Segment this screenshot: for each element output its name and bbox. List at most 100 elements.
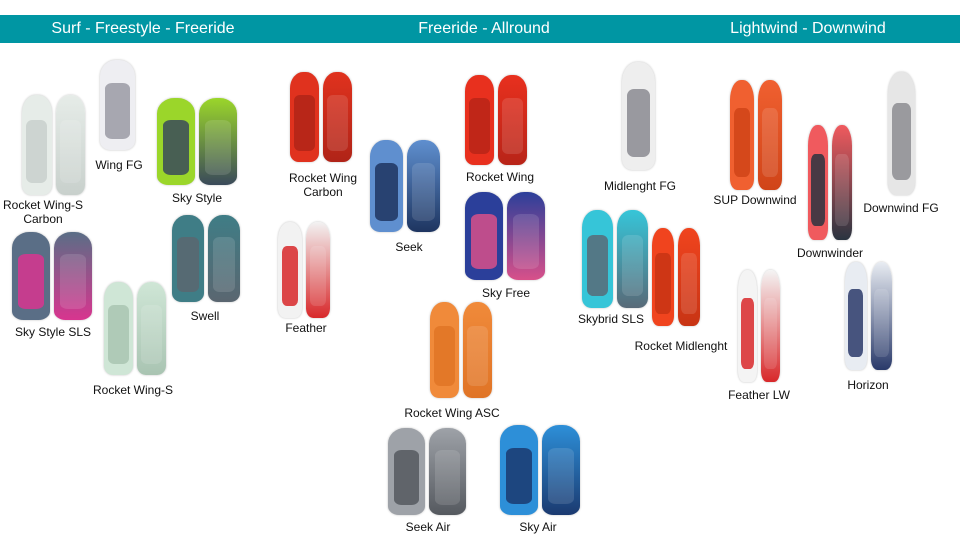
- board-top-view: [652, 228, 674, 326]
- product-label: Sky Free: [481, 286, 531, 300]
- deck-pad: [586, 234, 609, 297]
- deck-pad: [281, 246, 299, 307]
- board-images: [290, 72, 352, 162]
- deck-pad: [108, 305, 129, 364]
- deck-pad: [162, 119, 190, 175]
- board-images: [430, 302, 492, 398]
- deck-pad: [763, 298, 778, 369]
- board-top-view: [172, 215, 204, 302]
- deck-pad: [502, 97, 523, 155]
- board-top-view: [582, 210, 613, 308]
- deck-pad: [811, 153, 825, 227]
- board-images: [465, 75, 527, 165]
- deck-pad: [621, 234, 644, 297]
- deck-pad: [176, 236, 200, 292]
- deck-pad: [26, 120, 48, 183]
- board-bottom-view: [199, 98, 237, 185]
- product-label: Sky Air: [519, 520, 557, 534]
- board-bottom-view: [507, 192, 545, 280]
- deck-pad: [204, 119, 232, 175]
- board-bottom-view: [761, 270, 780, 382]
- deck-pad: [59, 254, 87, 310]
- deck-pad: [740, 298, 755, 369]
- product-label: Rocket Wing: [465, 170, 535, 184]
- section-title-lightwind-downwind: Lightwind - Downwind: [730, 20, 886, 37]
- board-bottom-view: [407, 140, 440, 232]
- board-top-view: [430, 302, 459, 398]
- section-title-freeride-allround: Freeride - Allround: [418, 20, 550, 37]
- product-label: Rocket Wing-S Carbon: [2, 198, 84, 226]
- deck-pad: [309, 246, 327, 307]
- product-label: Horizon: [847, 378, 889, 392]
- board-bottom-view: [758, 80, 782, 190]
- deck-pad: [848, 289, 864, 358]
- board-bottom-view: [54, 232, 92, 320]
- board-bottom-view: [323, 72, 352, 162]
- board-images: [278, 222, 330, 318]
- board-images: [104, 282, 166, 375]
- board-bottom-view: [617, 210, 648, 308]
- product-label: Sky Style SLS: [14, 325, 92, 339]
- board-top-view: [738, 270, 757, 382]
- board-top-view: [290, 72, 319, 162]
- product-label: Sky Style: [171, 191, 223, 205]
- board-top-view: [278, 222, 302, 318]
- board-images: [370, 140, 440, 232]
- board-top-view: [388, 428, 425, 515]
- board-images: [157, 98, 237, 185]
- board-images: [12, 232, 92, 320]
- board-bottom-view: [429, 428, 466, 515]
- deck-pad: [467, 326, 488, 387]
- board-images: [100, 60, 135, 150]
- board-images: [172, 215, 240, 302]
- board-images: [730, 80, 782, 190]
- board-top-view: [730, 80, 754, 190]
- deck-pad: [434, 326, 455, 387]
- deck-pad: [626, 89, 651, 158]
- product-label: SUP Downwind: [713, 193, 797, 207]
- deck-pad: [835, 153, 849, 227]
- deck-pad: [294, 94, 315, 152]
- board-bottom-view: [678, 228, 700, 326]
- board-images: [888, 72, 915, 195]
- deck-pad: [470, 214, 498, 270]
- board-bottom-view: [498, 75, 527, 165]
- board-top-view: [104, 282, 133, 375]
- deck-pad: [59, 120, 81, 183]
- deck-pad: [733, 107, 751, 177]
- board-top-view: [12, 232, 50, 320]
- deck-pad: [512, 214, 540, 270]
- deck-pad: [505, 447, 533, 505]
- board-top-view: [370, 140, 403, 232]
- product-label: Skybrid SLS: [577, 312, 645, 326]
- deck-pad: [393, 449, 420, 505]
- deck-pad: [761, 107, 779, 177]
- board-images: [500, 425, 580, 515]
- board-images: [465, 192, 545, 280]
- deck-pad: [105, 82, 130, 140]
- board-top-view: [22, 95, 52, 195]
- deck-pad: [212, 236, 236, 292]
- board-top-view: [808, 125, 828, 240]
- product-label: Downwind FG: [863, 201, 939, 215]
- board-top-view: [465, 75, 494, 165]
- product-label: Wing FG: [95, 158, 143, 172]
- board-bottom-view: [463, 302, 492, 398]
- deck-pad: [411, 163, 436, 221]
- deck-pad: [681, 252, 697, 315]
- deck-pad: [17, 254, 45, 310]
- product-label: Rocket Midlenght: [634, 339, 728, 353]
- product-label: Seek: [395, 240, 423, 254]
- board-images: [622, 62, 655, 170]
- board-top-view: [465, 192, 503, 280]
- board-bottom-view: [870, 262, 892, 370]
- board-images: [652, 228, 700, 326]
- deck-pad: [873, 289, 889, 358]
- deck-pad: [327, 94, 348, 152]
- product-label: Feather LW: [728, 388, 790, 402]
- product-label: Rocket Wing Carbon: [288, 171, 358, 199]
- board-images: [582, 210, 648, 308]
- deck-pad: [469, 97, 490, 155]
- deck-pad: [655, 252, 671, 315]
- board-top-view: [622, 62, 655, 170]
